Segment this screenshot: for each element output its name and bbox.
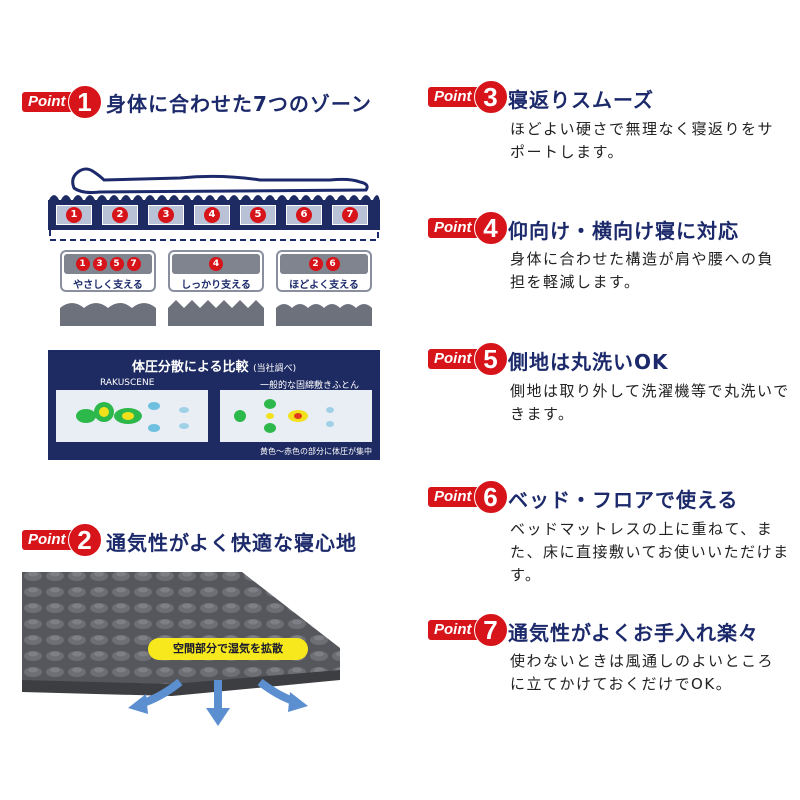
point-2-title: 通気性がよく快適な寝心地: [106, 531, 357, 555]
foam-sample-soft: [60, 303, 156, 326]
point-6-title: ベッド・フロアで使える: [508, 488, 739, 512]
zone-4: 4: [194, 205, 230, 225]
pressure-map-rakuscene: [56, 390, 208, 442]
zone-strip: 1 2 3 4 5 6 7: [48, 200, 380, 230]
humidity-callout: 空間部分で湿気を拡散: [148, 638, 308, 660]
point-1-badge: Point 1: [22, 85, 102, 119]
point-4-title: 仰向け・横向け寝に対応: [508, 219, 739, 243]
zone-2: 2: [102, 205, 138, 225]
pressure-map-conventional: [220, 390, 372, 442]
zone-3: 3: [148, 205, 184, 225]
point-6-desc: ベッドマットレスの上に重ねて、また、床に直接敷いてお使いいただけます。: [510, 520, 790, 584]
pressure-map-comparison: 体圧分散による比較 (当社調べ) RAKUSCENE 一般的な固綿敷きふとん 黄…: [48, 350, 380, 460]
point-3-title: 寝返りスムーズ: [508, 88, 654, 112]
support-box-firm: 4 しっかり支える: [168, 250, 264, 292]
point-7-title: 通気性がよくお手入れ楽々: [508, 621, 759, 645]
zone-6: 6: [286, 205, 322, 225]
point-5-title: 側地は丸洗いOK: [508, 350, 669, 374]
zone-1: 1: [56, 205, 92, 225]
zone-7: 7: [332, 205, 368, 225]
point-1-title: 身体に合わせた7つのゾーン: [106, 92, 372, 116]
point-7-desc: 使わないときは風通しのよいところに立てかけておくだけでOK。: [510, 652, 775, 693]
point-3-desc: ほどよい硬さで無理なく寝返りをサポートします。: [510, 120, 775, 161]
foam-sample-medium: [276, 304, 372, 326]
point-5-desc: 側地は取り外して洗濯機等で丸洗いできます。: [510, 382, 790, 423]
foam-mattress-image: [22, 572, 340, 696]
point-4-desc: 身体に合わせた構造が肩や腰への負担を軽減します。: [510, 250, 775, 291]
foam-sample-firm: [168, 300, 264, 326]
body-silhouette-icon: [71, 167, 369, 194]
dashed-bracket: [49, 230, 379, 241]
airflow-arrows-icon: [128, 678, 308, 726]
point-2-badge: Point 2: [22, 523, 102, 557]
zone-5: 5: [240, 205, 276, 225]
